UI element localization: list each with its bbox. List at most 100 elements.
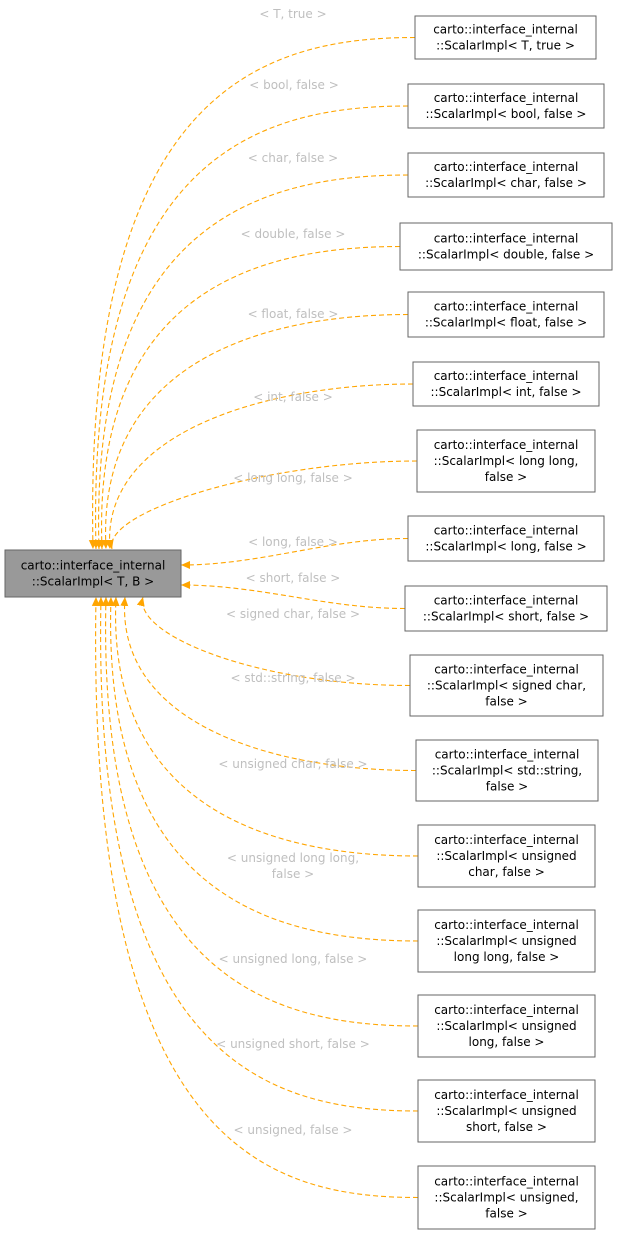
node-box [417, 824, 596, 888]
base-class-node[interactable]: carto::interface_internal::ScalarImpl< T… [4, 549, 182, 598]
node-box [399, 222, 613, 271]
edge-label: < bool, false > [249, 78, 339, 92]
node-label: false > [486, 780, 528, 794]
node-box [404, 585, 608, 632]
node-box [416, 429, 596, 493]
derived-class-node[interactable]: carto::interface_internal::ScalarImpl< u… [417, 824, 596, 888]
node-label: ::ScalarImpl< float, false > [425, 316, 587, 330]
edge-label: < unsigned char, false > [218, 757, 367, 771]
node-label: ::ScalarImpl< int, false > [430, 385, 581, 399]
node-box [417, 909, 596, 973]
derived-class-node[interactable]: carto::interface_internal::ScalarImpl< i… [412, 361, 600, 407]
node-label: carto::interface_internal [434, 300, 579, 314]
node-box [407, 291, 605, 338]
node-label: ::ScalarImpl< signed char, [427, 679, 586, 693]
edge-label: < int, false > [253, 390, 333, 404]
edge-labels: < T, true >< bool, false >< char, false … [216, 7, 370, 1137]
inheritance-edge [91, 596, 419, 1199]
inheritance-edge [105, 383, 414, 550]
edge-label: false > [272, 867, 314, 881]
node-box [414, 15, 597, 60]
node-label: carto::interface_internal [21, 559, 166, 573]
node-label: ::ScalarImpl< unsigned [436, 1019, 576, 1033]
derived-class-node[interactable]: carto::interface_internal::ScalarImpl< f… [407, 291, 605, 338]
node-box [4, 549, 182, 598]
node-label: false > [485, 695, 527, 709]
derived-class-node[interactable]: carto::interface_internal::ScalarImpl< u… [417, 909, 596, 973]
derived-class-node[interactable]: carto::interface_internal::ScalarImpl< s… [409, 654, 604, 717]
node-label: ::ScalarImpl< unsigned [436, 849, 576, 863]
edge-label: < unsigned, false > [234, 1123, 353, 1137]
node-label: ::ScalarImpl< bool, false > [425, 107, 586, 121]
derived-class-node[interactable]: carto::interface_internal::ScalarImpl< u… [417, 994, 596, 1058]
edge-label: < double, false > [241, 227, 346, 241]
edge-label: < unsigned short, false > [216, 1037, 370, 1051]
edge-label: < unsigned long long, [227, 851, 359, 865]
node-label: carto::interface_internal [433, 23, 578, 37]
node-label: ::ScalarImpl< unsigned, [434, 1191, 578, 1205]
node-box [415, 739, 599, 802]
node-label: carto::interface_internal [434, 594, 579, 608]
derived-class-node[interactable]: carto::interface_internal::ScalarImpl< l… [416, 429, 596, 493]
inheritance-edge [88, 36, 416, 550]
edge-label: < long long, false > [233, 471, 353, 485]
derived-class-node[interactable]: carto::interface_internal::ScalarImpl< d… [399, 222, 613, 271]
derived-class-node[interactable]: carto::interface_internal::ScalarImpl< b… [407, 83, 605, 129]
inheritance-edge [180, 581, 406, 610]
derived-class-node[interactable]: carto::interface_internal::ScalarImpl< u… [417, 1079, 596, 1143]
node-label: carto::interface_internal [435, 748, 580, 762]
derived-class-node[interactable]: carto::interface_internal::ScalarImpl< u… [417, 1165, 596, 1230]
node-label: ::ScalarImpl< char, false > [425, 176, 587, 190]
edge-label: < float, false > [248, 307, 339, 321]
node-label: carto::interface_internal [434, 1003, 579, 1017]
node-label: false > [485, 1207, 527, 1221]
node-box [417, 1079, 596, 1143]
node-label: carto::interface_internal [434, 524, 579, 538]
node-box [407, 515, 605, 562]
edge-label: < char, false > [248, 151, 338, 165]
derived-class-node[interactable]: carto::interface_internal::ScalarImpl< s… [404, 585, 608, 632]
node-box [417, 1165, 596, 1230]
node-label: carto::interface_internal [434, 369, 579, 383]
edge-label: < std::string, false > [230, 671, 355, 685]
node-label: long, false > [469, 1035, 545, 1049]
inheritance-edge [91, 105, 409, 550]
edge-label: < short, false > [246, 571, 341, 585]
node-label: carto::interface_internal [434, 1088, 579, 1102]
node-label: ::ScalarImpl< short, false > [423, 610, 589, 624]
node-label: carto::interface_internal [434, 232, 579, 246]
inheritance-edge [106, 596, 419, 942]
edge-label: < signed char, false > [226, 607, 360, 621]
node-label: carto::interface_internal [434, 1175, 579, 1189]
derived-class-node[interactable]: carto::interface_internal::ScalarImpl< T… [414, 15, 597, 60]
node-box [409, 654, 604, 717]
node-label: ::ScalarImpl< long, false > [425, 540, 586, 554]
inheritance-edge [101, 313, 409, 550]
inheritance-edge [96, 596, 419, 1112]
node-label: carto::interface_internal [434, 918, 579, 932]
node-box [412, 361, 600, 407]
inheritance-edge [101, 596, 419, 1027]
derived-class-node[interactable]: carto::interface_internal::ScalarImpl< l… [407, 515, 605, 562]
node-label: long long, false > [454, 950, 560, 964]
node-label: short, false > [466, 1120, 547, 1134]
inheritance-edge [97, 245, 401, 550]
edge-label: < long, false > [248, 535, 338, 549]
inheritance-edge [136, 596, 411, 687]
edge-label: < unsigned long, false > [219, 952, 368, 966]
node-label: carto::interface_internal [434, 833, 579, 847]
node-box [417, 994, 596, 1058]
derived-class-node[interactable]: carto::interface_internal::ScalarImpl< c… [407, 152, 605, 198]
derived-class-node[interactable]: carto::interface_internal::ScalarImpl< s… [415, 739, 599, 802]
node-label: char, false > [468, 865, 545, 879]
node-label: carto::interface_internal [434, 160, 579, 174]
nodes: carto::interface_internal::ScalarImpl< T… [4, 15, 613, 1230]
node-label: carto::interface_internal [434, 438, 579, 452]
node-label: ::ScalarImpl< std::string, [432, 764, 582, 778]
node-label: carto::interface_internal [434, 91, 579, 105]
node-label: ::ScalarImpl< double, false > [418, 248, 594, 262]
node-label: false > [485, 470, 527, 484]
node-label: ::ScalarImpl< unsigned [436, 1104, 576, 1118]
inheritance-edge [111, 596, 419, 857]
